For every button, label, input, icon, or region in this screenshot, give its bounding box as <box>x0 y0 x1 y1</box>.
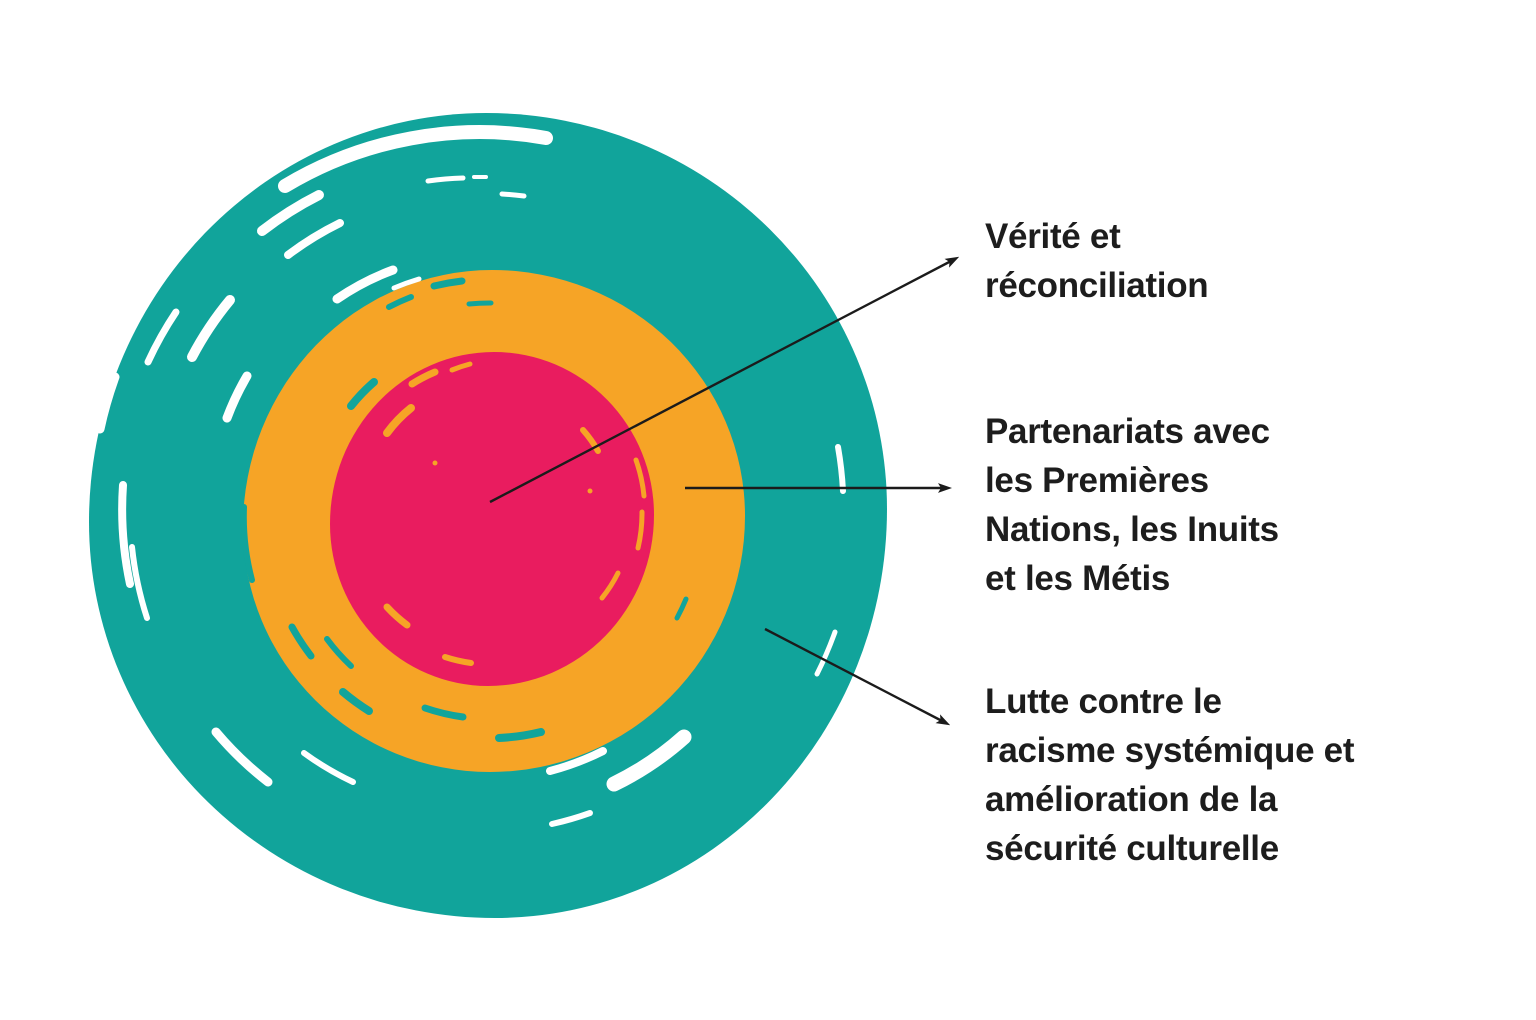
middle-ring-highlight <box>391 276 422 291</box>
arrow-to-verite-et-reconciliation <box>489 256 960 504</box>
callout-arrows <box>489 256 960 726</box>
middle-ring-brush-texture <box>240 277 689 742</box>
arrow-to-lutte-contre-le-racisme <box>764 627 951 726</box>
outer-ring-brush-highlights <box>82 125 846 827</box>
callout-partenariats-premieres-nations-inuits-metis: Partenariats avec les Premières Nations,… <box>985 412 1279 598</box>
callout-verite-et-reconciliation: Vérité et réconciliation <box>985 217 1209 305</box>
inner-circle-brush-texture <box>383 361 647 666</box>
callout-lutte-racisme-securite-culturelle: Lutte contre le racisme systémique et am… <box>985 682 1355 868</box>
inner-circle-shape <box>330 352 654 686</box>
